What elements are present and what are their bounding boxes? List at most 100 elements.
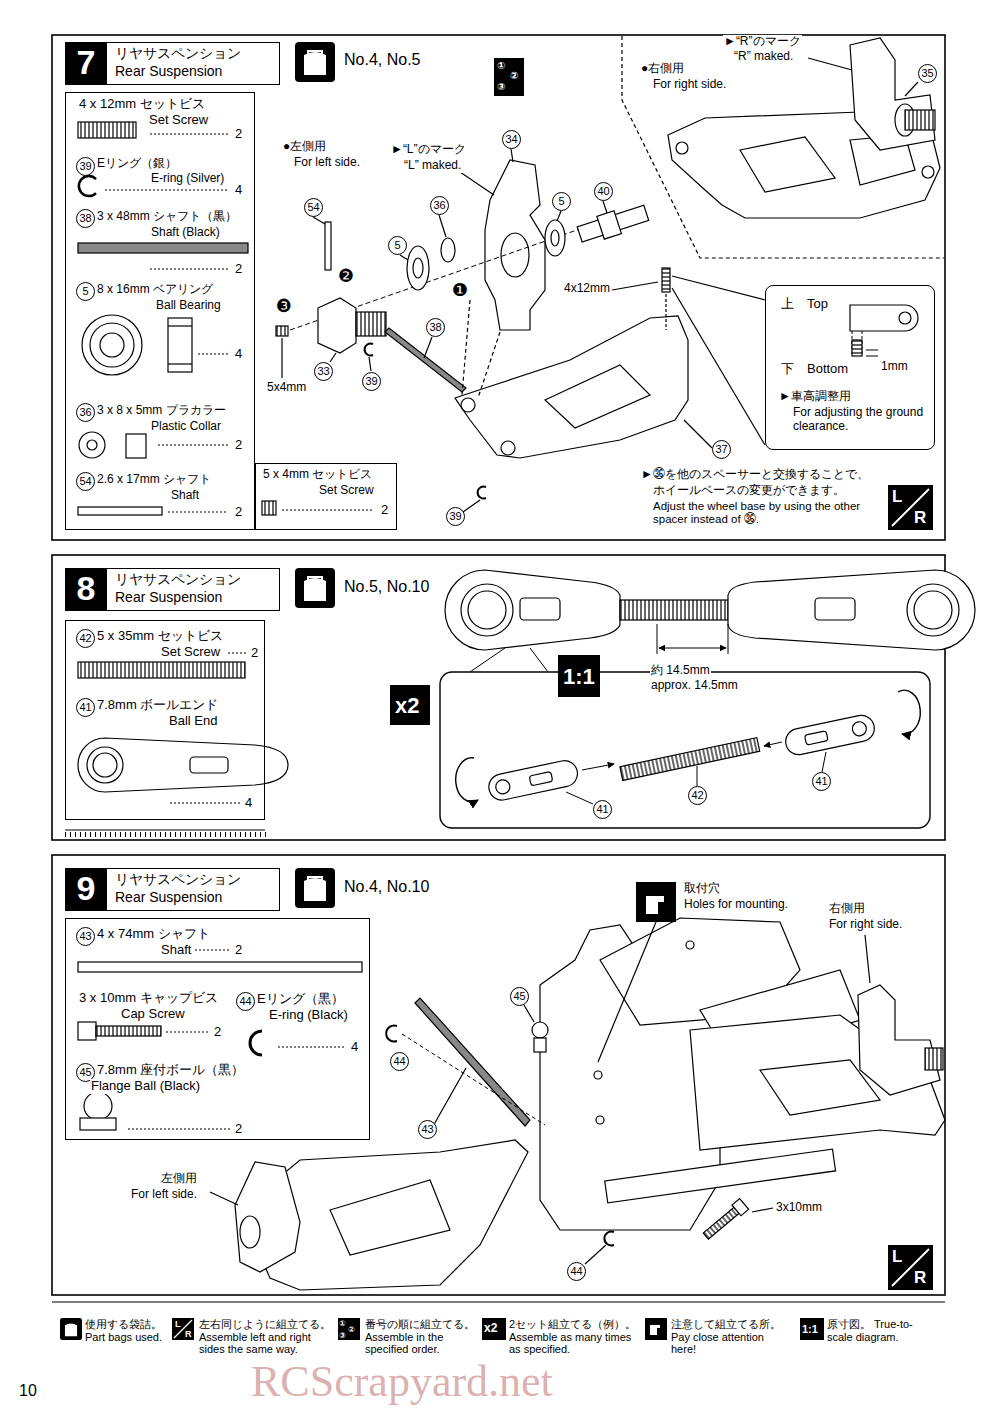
step7-right-region [622,36,944,258]
ball-end-assembly [764,742,782,746]
part-bag-icon [308,577,322,581]
rear-chassis [865,935,870,983]
part-name: Eリング（銀） [96,157,178,171]
axle-parts [603,201,607,213]
rear-chassis [415,998,530,1126]
ride-height-detail [899,312,911,324]
legend-text: 番号の順に組立てる。 Assemble in the specified ord… [364,1318,480,1356]
part-image [87,440,97,450]
label-text: 取付穴 [683,882,721,896]
rear-chassis [330,1180,450,1255]
part-image [80,1118,116,1130]
quantity-leader [158,445,228,446]
part-name: Shaft [170,489,200,503]
quantity: 4 [244,796,253,811]
callout-number: 44 [236,992,255,1011]
label-text: “R” maked. [733,50,794,64]
part-image [78,962,362,972]
callout-number: 5 [388,236,407,255]
step-number: 9 [65,869,107,908]
label-text: 1:1 [563,664,595,689]
part-image [78,243,248,253]
bag-number: No.4, No.5 [343,51,421,69]
label-text: R [185,1329,192,1339]
label-text: ② [510,70,518,82]
legend-icon [65,1324,77,1337]
label-text: 右側用 [828,902,866,916]
ball-end-assembly [659,648,726,649]
axle-parts [441,238,455,262]
part-bag-icon [295,568,335,608]
legend-icon [645,1318,667,1340]
ball-end-assembly [530,648,548,672]
callout-number: 5 [552,192,571,211]
rear-chassis [858,985,940,1095]
ball-end-assembly [456,758,478,802]
quantity: 2 [250,646,259,661]
ball-end-assembly [620,600,728,620]
callout-number: 43 [76,927,95,946]
ball-end-assembly [783,713,876,757]
ball-end-assembly [486,758,579,802]
axle-parts [597,211,622,239]
page-number: 10 [18,1382,38,1400]
ball-end-assembly [914,591,952,629]
part-bag-icon [295,868,335,908]
callout-number: 33 [314,362,333,381]
callout-number: 39 [362,372,381,391]
ride-height-detail [850,305,918,356]
axle-parts [313,217,325,224]
part-image [96,1026,161,1036]
rear-chassis [604,1232,614,1246]
label-text: ① [339,1319,346,1328]
part-name: E-ring (Black) [268,1008,349,1023]
label-text: For right side. [828,918,903,932]
part-image [78,1022,96,1040]
legend-icon [482,1318,506,1340]
axle-parts [369,357,371,371]
part-image [90,323,134,367]
part-image [93,753,117,777]
axle-parts [281,338,282,378]
part-image [78,738,288,792]
callout-number: 54 [76,472,95,491]
right-rear-arm [850,38,935,150]
part-name: 3 x 48mm シャフト（黒） [96,210,238,224]
label-text: L [892,1247,902,1267]
quantity: 2 [234,438,243,453]
ball-end-assembly [907,584,959,636]
label-text: ►車高調整用 [778,390,852,404]
rear-chassis [524,1005,534,1022]
callout-number: 36 [430,196,449,215]
attention-icon [598,922,656,1062]
part-image [168,325,192,326]
quantity-leader [105,190,228,191]
left-rear-arm [672,276,765,300]
quantity-leader [166,1032,209,1033]
ball-end-assembly [898,690,920,734]
legend-text: 注意して組立てる所。 Pay close attention here! [670,1318,792,1356]
part-image [190,757,228,773]
label-text: ●左側用 [282,140,327,154]
label-text: For right side. [652,78,727,92]
ball-end-assembly [470,648,505,672]
left-rear-arm [478,332,500,398]
label-text: For left side. [130,1188,198,1202]
right-rear-arm [905,110,935,130]
ball-end-assembly [805,731,829,745]
label-text: Top [806,297,829,312]
ball-end-assembly [851,720,868,737]
quantity-leader [282,510,374,511]
quantity-leader [150,269,228,270]
manual-illustration [52,35,975,1340]
quantity: 2 [234,262,243,277]
legend-icon [60,1318,82,1340]
callout-number: 43 [418,1120,437,1139]
callout-number: 36 [76,403,95,422]
right-rear-arm [676,142,688,154]
label-text: x2 [395,693,419,718]
axle-parts [576,201,650,245]
step-number: 8 [65,569,107,608]
bag-number: No.5, No.10 [343,578,430,596]
callout-number: 35 [918,64,937,83]
